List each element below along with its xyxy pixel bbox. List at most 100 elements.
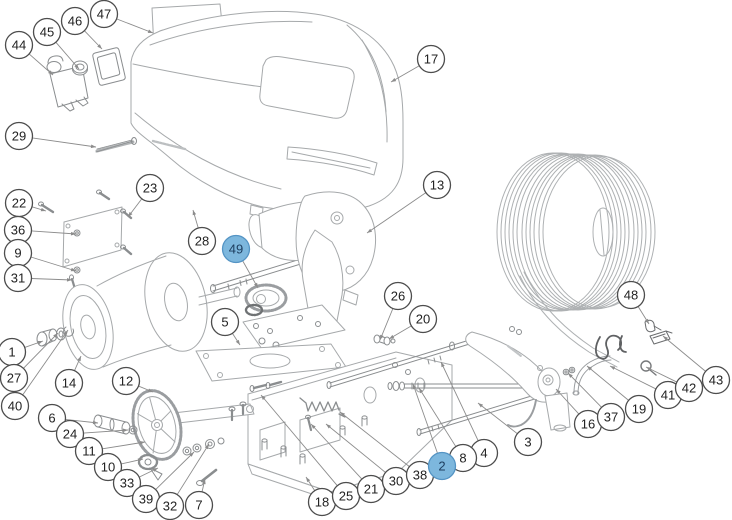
part-balloon[interactable] xyxy=(4,121,34,151)
leader-arrow xyxy=(97,44,102,49)
callout-32[interactable]: 32 xyxy=(155,443,210,520)
leader-arrow xyxy=(556,389,561,394)
callout-41[interactable]: 41 xyxy=(609,365,683,410)
part-balloon[interactable] xyxy=(596,402,626,432)
part-number-label: 49 xyxy=(229,242,243,257)
callout-9[interactable]: 9 xyxy=(3,238,77,272)
part-balloon[interactable] xyxy=(111,366,141,396)
part-balloon[interactable] xyxy=(55,419,85,449)
callout-20[interactable]: 20 xyxy=(388,304,438,340)
callout-10[interactable]: 10 xyxy=(93,452,144,482)
part-balloon[interactable] xyxy=(674,373,704,403)
part-balloon[interactable] xyxy=(184,490,214,520)
callout-42[interactable]: 42 xyxy=(645,366,704,403)
callout-13[interactable]: 13 xyxy=(366,170,452,234)
leader-line xyxy=(567,372,602,408)
callout-47[interactable]: 47 xyxy=(89,0,154,34)
part-number-label: 40 xyxy=(8,399,22,414)
part-balloon-selected[interactable] xyxy=(427,451,457,481)
part-balloon[interactable] xyxy=(60,6,90,36)
part-balloon[interactable] xyxy=(3,263,33,293)
callout-43[interactable]: 43 xyxy=(662,335,731,395)
leader-arrow xyxy=(66,278,72,282)
part-balloon[interactable] xyxy=(383,281,413,311)
callout-49[interactable]: 49 xyxy=(221,234,259,289)
part-balloon[interactable] xyxy=(416,44,446,74)
part-balloon[interactable] xyxy=(135,173,165,203)
part-balloon[interactable] xyxy=(74,436,104,466)
callout-28[interactable]: 28 xyxy=(187,209,217,256)
callout-7[interactable]: 7 xyxy=(184,478,214,520)
screw-29-part xyxy=(95,137,137,153)
part-number-label: 7 xyxy=(195,498,202,513)
part-number-label: 5 xyxy=(221,315,228,330)
callout-23[interactable]: 23 xyxy=(127,173,165,218)
part-balloon[interactable] xyxy=(93,452,123,482)
part-balloon[interactable] xyxy=(37,403,67,433)
callout-5[interactable]: 5 xyxy=(210,307,241,346)
part-balloon[interactable] xyxy=(0,391,30,421)
leader-line xyxy=(176,443,210,495)
part-balloon[interactable] xyxy=(513,427,543,457)
part-number-label: 2 xyxy=(438,459,445,474)
part-balloon[interactable] xyxy=(187,226,217,256)
part-balloon[interactable] xyxy=(210,307,240,337)
callout-44[interactable]: 44 xyxy=(4,30,54,76)
leader-line xyxy=(366,192,427,234)
leader-line xyxy=(390,65,420,83)
leader-line xyxy=(412,383,438,454)
callout-46[interactable]: 46 xyxy=(60,6,103,50)
callout-27[interactable]: 27 xyxy=(0,332,59,393)
leader-arrow xyxy=(192,210,197,216)
callout-30[interactable]: 30 xyxy=(325,423,411,496)
pcb-plate-part xyxy=(38,189,133,301)
callout-48[interactable]: 48 xyxy=(616,280,650,325)
callout-29[interactable]: 29 xyxy=(4,121,97,151)
part-balloon[interactable] xyxy=(422,170,452,200)
callout-38[interactable]: 38 xyxy=(339,411,435,490)
leader-arrow xyxy=(644,318,649,324)
callout-45[interactable]: 45 xyxy=(32,17,80,70)
callout-1[interactable]: 1 xyxy=(0,337,44,367)
callout-3[interactable]: 3 xyxy=(477,402,543,457)
leader-arrow xyxy=(128,211,133,217)
callout-19[interactable]: 19 xyxy=(586,365,654,424)
callout-24[interactable]: 24 xyxy=(55,419,129,449)
plug-part xyxy=(92,47,126,86)
leader-arrow xyxy=(412,384,417,390)
callout-22[interactable]: 22 xyxy=(4,188,47,218)
callout-17[interactable]: 17 xyxy=(390,44,446,83)
part-number-label: 37 xyxy=(604,410,618,425)
part-balloon-selected[interactable] xyxy=(221,234,251,264)
leader-line xyxy=(31,278,73,281)
part-balloon[interactable] xyxy=(4,30,34,60)
hose-coil-part xyxy=(496,152,656,368)
part-balloon[interactable] xyxy=(616,280,646,310)
callout-14[interactable]: 14 xyxy=(54,355,84,398)
part-number-label: 47 xyxy=(97,7,111,22)
part-balloon[interactable] xyxy=(0,363,29,393)
callout-11[interactable]: 11 xyxy=(74,436,146,466)
part-number-label: 29 xyxy=(12,129,26,144)
callout-40[interactable]: 40 xyxy=(0,329,69,421)
part-balloon[interactable] xyxy=(701,365,731,395)
leader-arrow xyxy=(311,424,316,429)
leader-line xyxy=(440,361,479,441)
callout-12[interactable]: 12 xyxy=(111,366,154,396)
part-balloon[interactable] xyxy=(54,368,84,398)
part-number-label: 27 xyxy=(7,371,21,386)
callout-37[interactable]: 37 xyxy=(567,372,626,432)
part-balloon[interactable] xyxy=(32,17,62,47)
callout-26[interactable]: 26 xyxy=(379,281,413,341)
part-balloon[interactable] xyxy=(624,394,654,424)
callout-31[interactable]: 31 xyxy=(3,263,73,293)
callout-33[interactable]: 33 xyxy=(112,467,159,498)
part-balloon[interactable] xyxy=(89,0,119,29)
part-balloon[interactable] xyxy=(112,468,142,498)
part-number-label: 31 xyxy=(11,271,25,286)
leader-arrow xyxy=(587,366,593,371)
callout-2[interactable]: 2 xyxy=(412,383,457,481)
part-balloon[interactable] xyxy=(408,304,438,334)
leader-arrow xyxy=(367,228,373,233)
